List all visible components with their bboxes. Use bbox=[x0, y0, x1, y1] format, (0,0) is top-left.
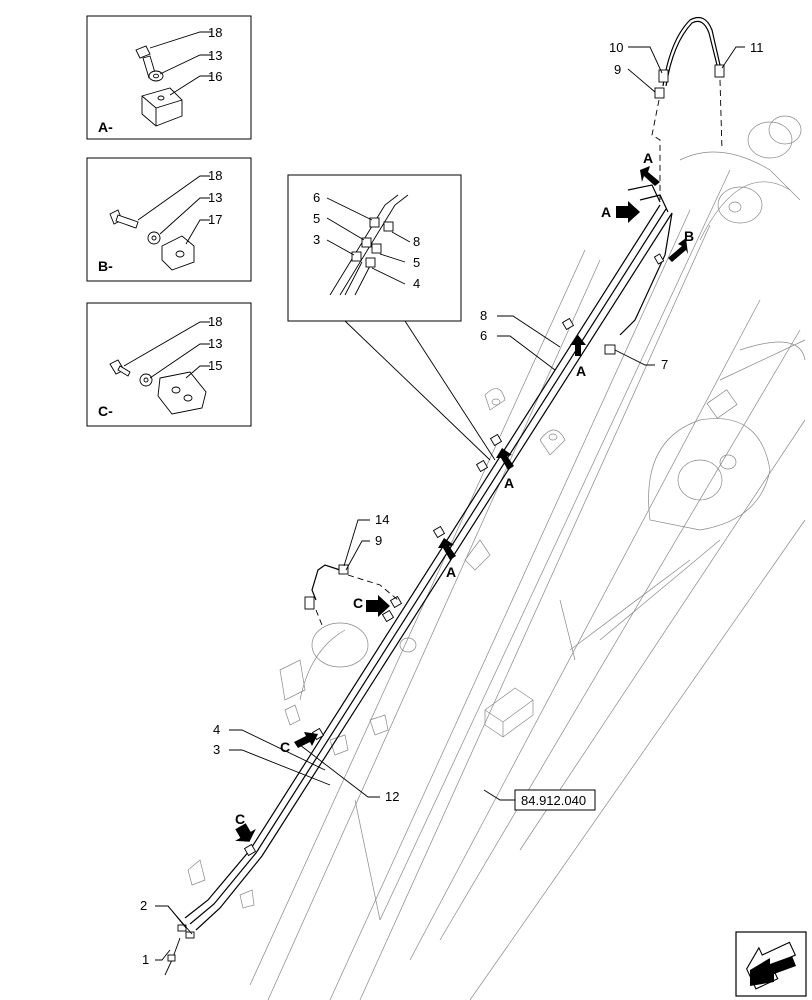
arrow-a3-icon bbox=[570, 335, 586, 356]
inset-a-callout-16: 16 bbox=[208, 69, 222, 84]
view-arrows: A A B A A A C C C bbox=[235, 150, 694, 842]
inset-b: B- 18 13 17 bbox=[86, 157, 252, 282]
arrow-c1-label: C bbox=[353, 595, 363, 611]
callout-11: 11 bbox=[750, 40, 764, 55]
arrow-b1-label: B bbox=[684, 228, 694, 244]
callout-1: 1 bbox=[142, 952, 149, 967]
callout-2: 2 bbox=[140, 898, 147, 913]
callout-6: 6 bbox=[480, 328, 487, 343]
arrow-a2-icon bbox=[616, 201, 640, 223]
arrow-a5-label: A bbox=[446, 564, 456, 580]
next-page-icon[interactable] bbox=[735, 931, 807, 997]
inset-c-callout-18: 18 bbox=[208, 314, 222, 329]
arrow-a3-label: A bbox=[576, 363, 586, 379]
boom-structure bbox=[187, 115, 806, 1000]
inset-b-callout-13: 13 bbox=[208, 190, 222, 205]
arrow-a4-icon bbox=[496, 448, 514, 470]
detail-callout-5b: 5 bbox=[413, 255, 420, 270]
callout-3: 3 bbox=[213, 742, 220, 757]
inset-c-callout-13: 13 bbox=[208, 336, 222, 351]
inset-c: C- 18 13 15 bbox=[86, 302, 252, 427]
detail-box: 6 5 3 8 5 4 bbox=[287, 174, 496, 461]
callout-9-top: 9 bbox=[614, 62, 621, 77]
inset-b-callout-18: 18 bbox=[208, 168, 222, 183]
detail-callout-6: 6 bbox=[313, 190, 320, 205]
detail-callout-8: 8 bbox=[413, 234, 420, 249]
arrow-c3-label: C bbox=[235, 811, 245, 827]
callout-12: 12 bbox=[385, 789, 399, 804]
arrow-b1-icon bbox=[668, 238, 688, 262]
arrow-a4-label: A bbox=[504, 475, 514, 491]
inset-a-callout-13: 13 bbox=[208, 48, 222, 63]
detail-callout-5: 5 bbox=[313, 211, 320, 226]
main-callouts: 10 9 11 8 6 7 14 9 4 3 12 2 1 bbox=[140, 40, 764, 967]
callout-4: 4 bbox=[213, 722, 220, 737]
arrow-c1-icon bbox=[366, 595, 390, 617]
arrow-a1-icon bbox=[640, 166, 660, 186]
callout-14: 14 bbox=[375, 512, 389, 527]
arrow-a1-label: A bbox=[643, 150, 653, 166]
arrow-a2-label: A bbox=[601, 204, 611, 220]
inset-a-label: A- bbox=[98, 119, 113, 135]
reference-label: 84.912.040 bbox=[521, 793, 586, 808]
arrow-c2-label: C bbox=[280, 739, 290, 755]
arrow-c2-icon bbox=[294, 732, 318, 748]
callout-8: 8 bbox=[480, 308, 487, 323]
inset-b-callout-17: 17 bbox=[208, 212, 222, 227]
arrow-c3-icon bbox=[235, 823, 256, 842]
inset-a: A- 18 13 16 bbox=[86, 15, 252, 140]
inset-b-label: B- bbox=[98, 258, 113, 274]
inset-a-callout-18: 18 bbox=[208, 25, 222, 40]
hose-routing bbox=[164, 17, 725, 976]
detail-callout-3: 3 bbox=[313, 232, 320, 247]
inset-c-label: C- bbox=[98, 403, 113, 419]
detail-callout-4: 4 bbox=[413, 276, 420, 291]
callout-9-mid: 9 bbox=[375, 533, 382, 548]
callout-10: 10 bbox=[609, 40, 623, 55]
reference-box: 84.912.040 bbox=[483, 789, 596, 811]
callout-7: 7 bbox=[661, 357, 668, 372]
arrow-a5-icon bbox=[438, 538, 456, 560]
inset-c-callout-15: 15 bbox=[208, 358, 222, 373]
